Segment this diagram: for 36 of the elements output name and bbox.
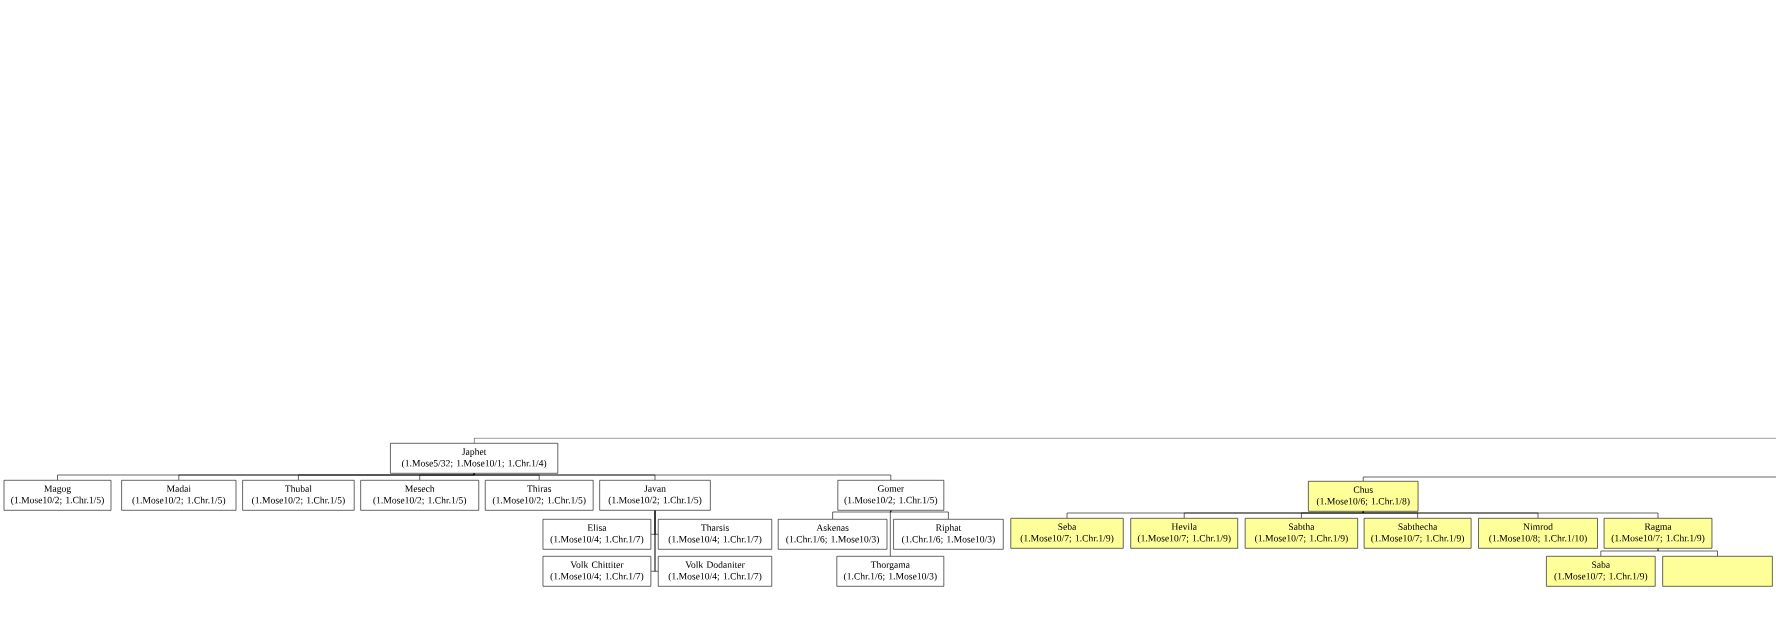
person-box: Madai (1.Mose10/2; 1.Chr.1/5) xyxy=(121,480,237,511)
person-box: Volk Chittiter (1.Mose10/4; 1.Chr.1/7) xyxy=(542,556,652,587)
person-box: Hevila (1.Mose10/7; 1.Chr.1/9) xyxy=(1130,518,1238,549)
connector-line xyxy=(473,437,1776,444)
person-box: Tharsis (1.Mose10/4; 1.Chr.1/7) xyxy=(657,519,773,550)
person-box: Saba (1.Mose10/7; 1.Chr.1/9) xyxy=(1546,556,1656,587)
connector-line xyxy=(890,510,949,520)
person-box: Thiras (1.Mose10/2; 1.Chr.1/5) xyxy=(484,480,594,511)
connector-line xyxy=(890,510,892,557)
connector-line xyxy=(1600,548,1659,557)
person-box: Thorgama (1.Chr.1/6; 1.Mose10/3) xyxy=(836,556,945,587)
person-box: Chus (1.Mose10/6; 1.Chr.1/8) xyxy=(1308,481,1419,512)
connector-line xyxy=(1362,511,1659,519)
connector-line xyxy=(1301,511,1364,519)
empty-box xyxy=(1662,556,1773,587)
person-box: Nimrod (1.Mose10/8; 1.Chr.1/10) xyxy=(1478,518,1598,549)
person-box: Sabtha (1.Mose10/7; 1.Chr.1/9) xyxy=(1244,518,1358,549)
connector-line xyxy=(419,473,475,481)
connector-line xyxy=(1362,476,1776,482)
person-box: Elisa (1.Mose10/4; 1.Chr.1/7) xyxy=(542,519,652,550)
person-box: Magog (1.Mose10/2; 1.Chr.1/5) xyxy=(3,480,112,511)
person-box: Javan (1.Mose10/2; 1.Chr.1/5) xyxy=(599,480,711,511)
person-box: Ragma (1.Mose10/7; 1.Chr.1/9) xyxy=(1603,518,1713,549)
person-box: Sabthecha (1.Mose10/7; 1.Chr.1/9) xyxy=(1363,518,1472,549)
person-box: Seba (1.Mose10/7; 1.Chr.1/9) xyxy=(1010,518,1124,549)
person-box: Thubal (1.Mose10/2; 1.Chr.1/5) xyxy=(242,480,355,511)
person-box: Riphat (1.Chr.1/6; 1.Mose10/3) xyxy=(893,519,1004,550)
connector-line xyxy=(1657,548,1718,557)
person-box: Mesech (1.Mose10/2; 1.Chr.1/5) xyxy=(360,480,480,511)
person-box: Volk Dodaniter (1.Mose10/4; 1.Chr.1/7) xyxy=(657,556,773,587)
connector-line xyxy=(654,510,659,572)
person-box: Japhet (1.Mose5/32; 1.Mose10/1; 1.Chr.1/4) xyxy=(390,443,559,474)
person-box: Askenas (1.Chr.1/6; 1.Mose10/3) xyxy=(777,519,888,550)
connector-line xyxy=(832,510,892,520)
connector-line xyxy=(473,473,892,481)
person-box: Gomer (1.Mose10/2; 1.Chr.1/5) xyxy=(837,480,945,511)
